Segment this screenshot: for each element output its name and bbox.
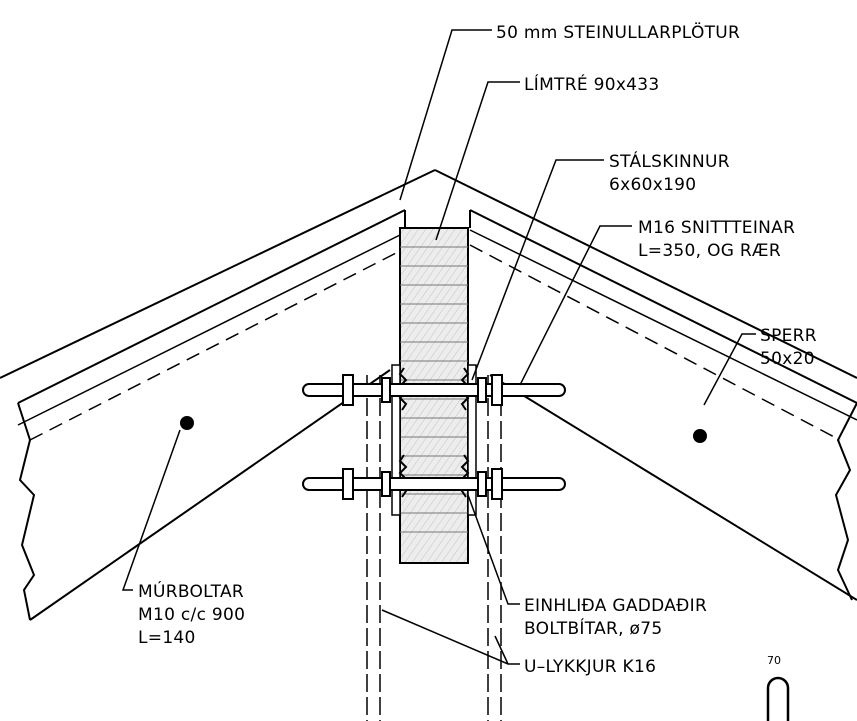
- label-dimension-70: 70: [767, 654, 781, 667]
- label-threaded-rods-1: M16 SNITTTEINAR: [638, 218, 795, 238]
- label-steel-plate-2: 6x60x190: [609, 175, 696, 195]
- label-connectors-2: BOLTBÍTAR, ø75: [524, 617, 662, 639]
- label-rafter-2: 50x20: [760, 349, 815, 369]
- label-insulation: 50 mm STEINULLARPLÖTUR: [496, 21, 740, 43]
- label-masonry-bolts-2: M10 c/c 900: [138, 605, 245, 625]
- labels: 50 mm STEINULLARPLÖTUR LÍMTRÉ 90x433 STÁ…: [138, 21, 817, 677]
- label-masonry-bolts-1: MÚRBOLTAR: [138, 580, 244, 602]
- leader-lines: [121, 29, 756, 665]
- label-threaded-rods-2: L=350, OG RÆR: [638, 241, 781, 261]
- right-roof-layers: [404, 169, 857, 601]
- threaded-rods: [302, 374, 566, 500]
- label-connectors-1: EINHLIÐA GADDAÐIR: [524, 596, 707, 616]
- label-masonry-bolts-3: L=140: [138, 628, 196, 648]
- label-steel-plate-1: STÁLSKINNUR: [609, 150, 730, 172]
- left-roof-layers: [0, 169, 436, 621]
- label-u-loops: U–LYKKJUR K16: [524, 657, 656, 677]
- masonry-bolt-dots: [180, 416, 707, 443]
- label-rafter-1: SPERR: [760, 326, 817, 346]
- u-loop-symbol: [766, 676, 790, 721]
- label-glulam: LÍMTRÉ 90x433: [524, 73, 660, 95]
- steel-plates: [391, 364, 477, 516]
